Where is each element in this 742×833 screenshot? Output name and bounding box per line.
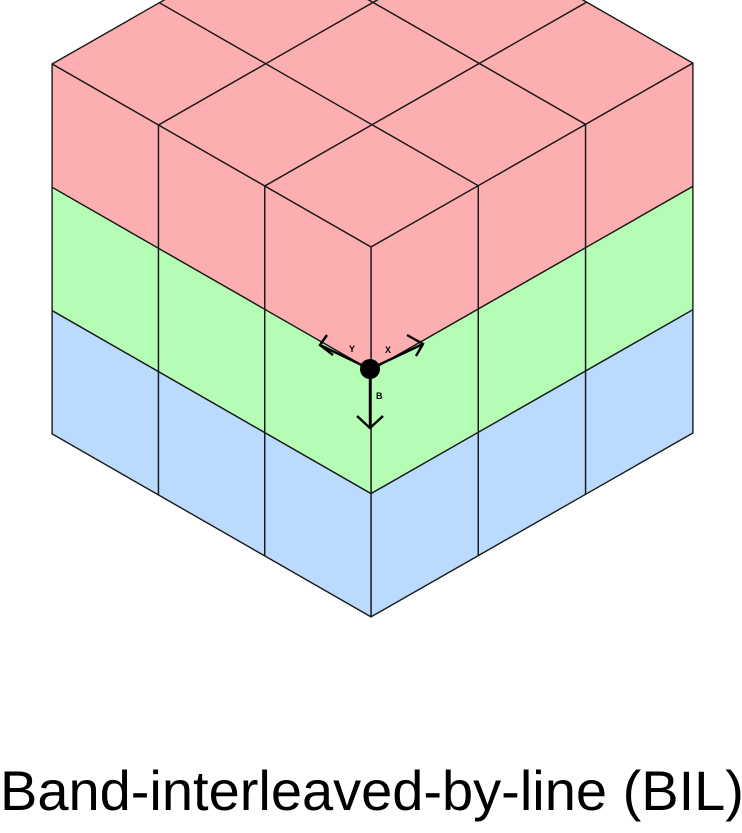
axis-indicator: Y X B	[318, 333, 425, 430]
right-cell-band-3	[584, 309, 694, 495]
left-cell-band-3	[51, 309, 160, 496]
y-arrowhead-icon	[318, 334, 334, 356]
top-cell	[372, 0, 588, 65]
top-cell	[158, 0, 374, 65]
x-arrowhead-icon	[406, 333, 425, 357]
diagram-caption: Band-interleaved-by-line (BIL)	[0, 759, 742, 822]
cube-faces	[51, 0, 694, 618]
bil-cube-diagram: Y X B	[51, 0, 694, 618]
origin-dot	[360, 359, 380, 379]
b-arrowhead-icon	[356, 415, 384, 430]
b-axis-label: B	[376, 391, 383, 401]
top-cell	[367, 0, 379, 4]
y-axis-label: Y	[349, 344, 355, 354]
x-axis-label: X	[385, 345, 391, 355]
